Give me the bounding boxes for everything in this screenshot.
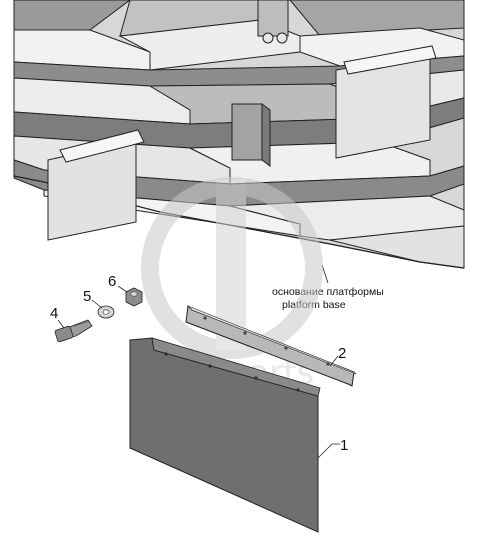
platform-base-frame — [13, 0, 465, 269]
callout-1: 1 — [317, 437, 348, 459]
washer-part — [97, 305, 115, 319]
bolt-part — [54, 319, 93, 343]
nut-part — [125, 287, 143, 307]
callout-4: 4 — [50, 305, 65, 329]
callout-5: 5 — [83, 288, 103, 309]
platform-base-label-ru: основание платформы — [272, 286, 384, 298]
callout-2: 2 — [329, 345, 346, 367]
callout-5-number: 5 — [83, 288, 91, 305]
mud-flap-part — [129, 337, 321, 533]
callout-4-number: 4 — [50, 305, 58, 322]
callout-6: 6 — [108, 273, 128, 293]
platform-base-label: основание платформы platform base — [272, 264, 384, 311]
callout-1-number: 1 — [340, 437, 348, 454]
clamp-strip-part — [185, 304, 357, 387]
callout-2-number: 2 — [338, 345, 346, 362]
callout-6-number: 6 — [108, 273, 116, 290]
